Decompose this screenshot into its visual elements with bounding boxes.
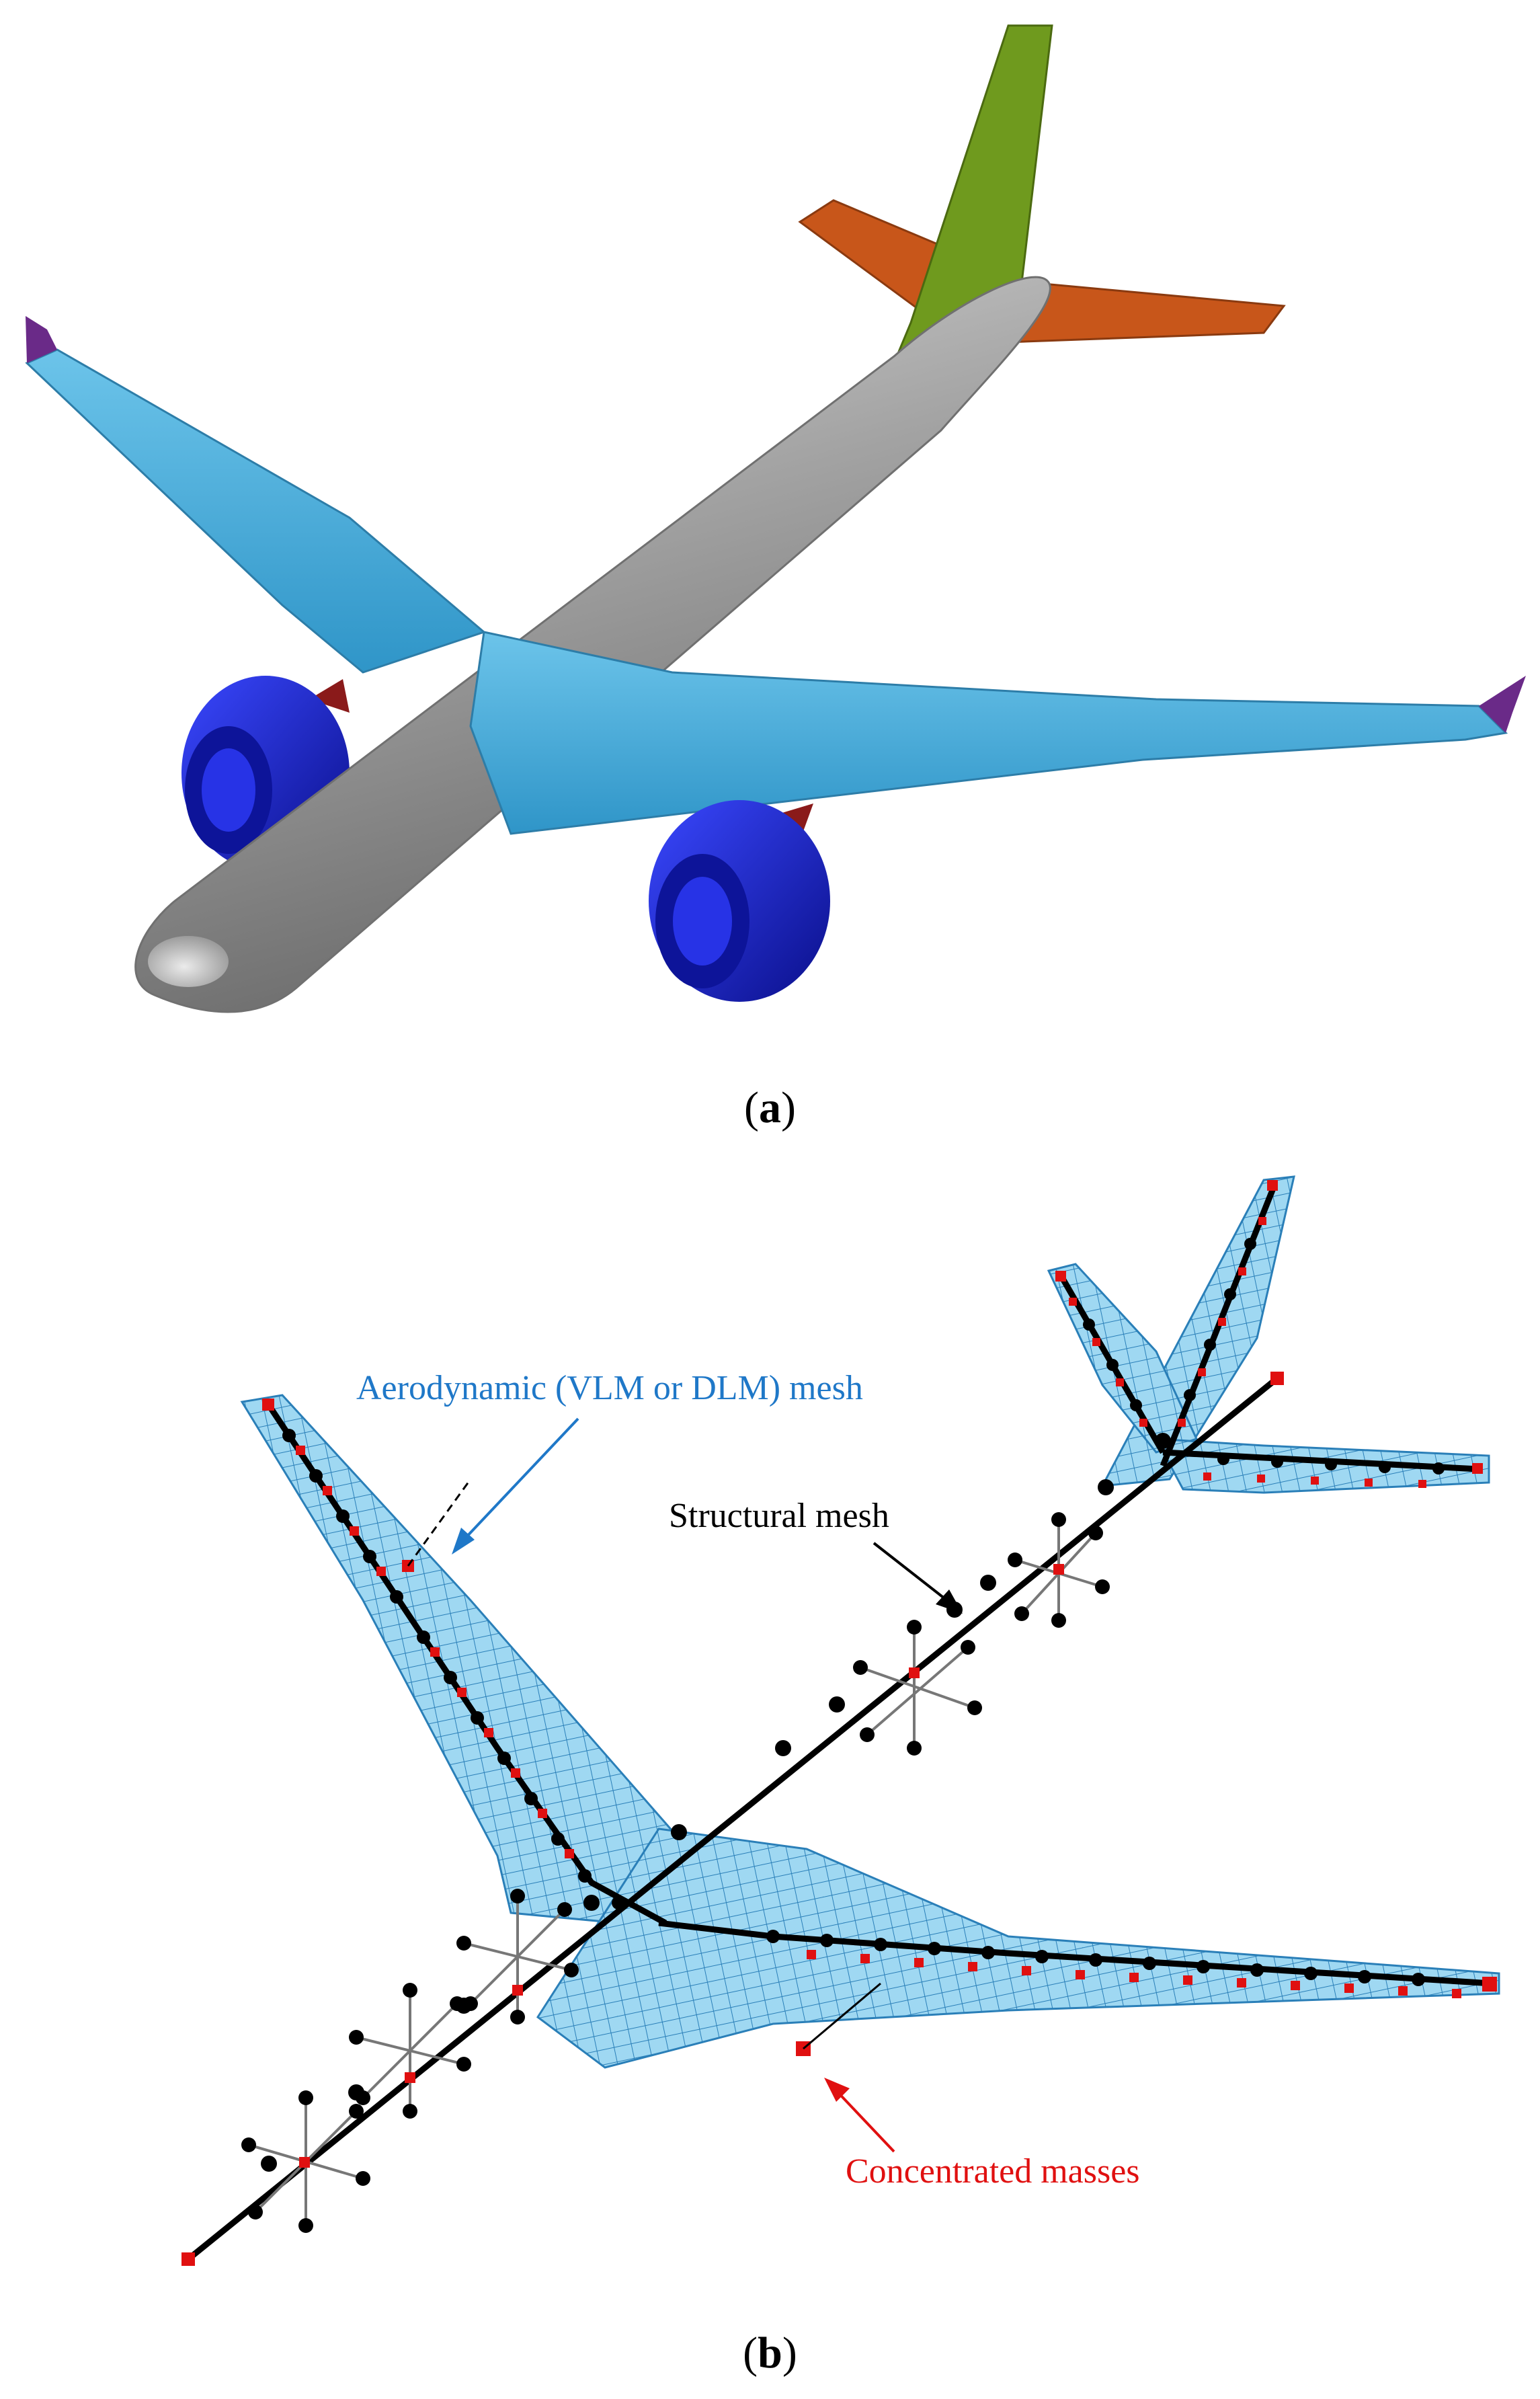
mass-star [463,1896,572,2017]
mass-star [356,1990,464,2111]
concentrated-mass-nodes [181,1180,1497,2266]
aero-mesh-label: Aerodynamic (VLM or DLM) mesh [356,1369,863,1407]
nose-highlight [148,936,229,987]
right-wing-aero-mesh [536,1827,1500,2069]
concentrated-masses-label: Concentrated masses [846,2152,1140,2191]
htail-right-beam [1162,1449,1480,1472]
fuselage-structural-nodes [241,1433,1171,2233]
horizontal-tail [798,199,1286,344]
panel-a-caption: (a) [744,1083,796,1132]
fuselage-beam [186,1376,1279,2262]
fuselage-mass-stars [248,1520,1103,2226]
concentrated-masses-arrow [832,2086,895,2153]
aeroelastic-model [181,1175,1500,2266]
htail-right-aero-mesh [1154,1438,1490,1494]
aircraft-render [25,24,1526,1013]
mass-star [860,1627,975,1748]
mass-leader-lines [407,1479,881,2050]
panel-a-letter: a [759,1083,781,1132]
panel-b-caption: (b) [743,2328,797,2377]
structural-mesh-arrow [873,1542,953,1605]
callout-arrows [452,1417,963,2153]
left-wing [25,348,486,674]
structural-beams [186,1185,1493,2262]
right-winglet [1479,676,1526,733]
right-wing-beam [658,1920,1493,1987]
right-engine [649,800,830,1002]
wing-structural-nodes [282,1238,1445,1986]
panel-b-letter: b [758,2328,782,2377]
fuselage [134,276,1051,1013]
htail-left-aero-mesh [1047,1263,1199,1454]
left-winglet [26,316,57,363]
structural-mesh-label: Structural mesh [669,1497,889,1535]
right-wing [469,631,1508,835]
aero-mesh-arrow [462,1417,579,1541]
